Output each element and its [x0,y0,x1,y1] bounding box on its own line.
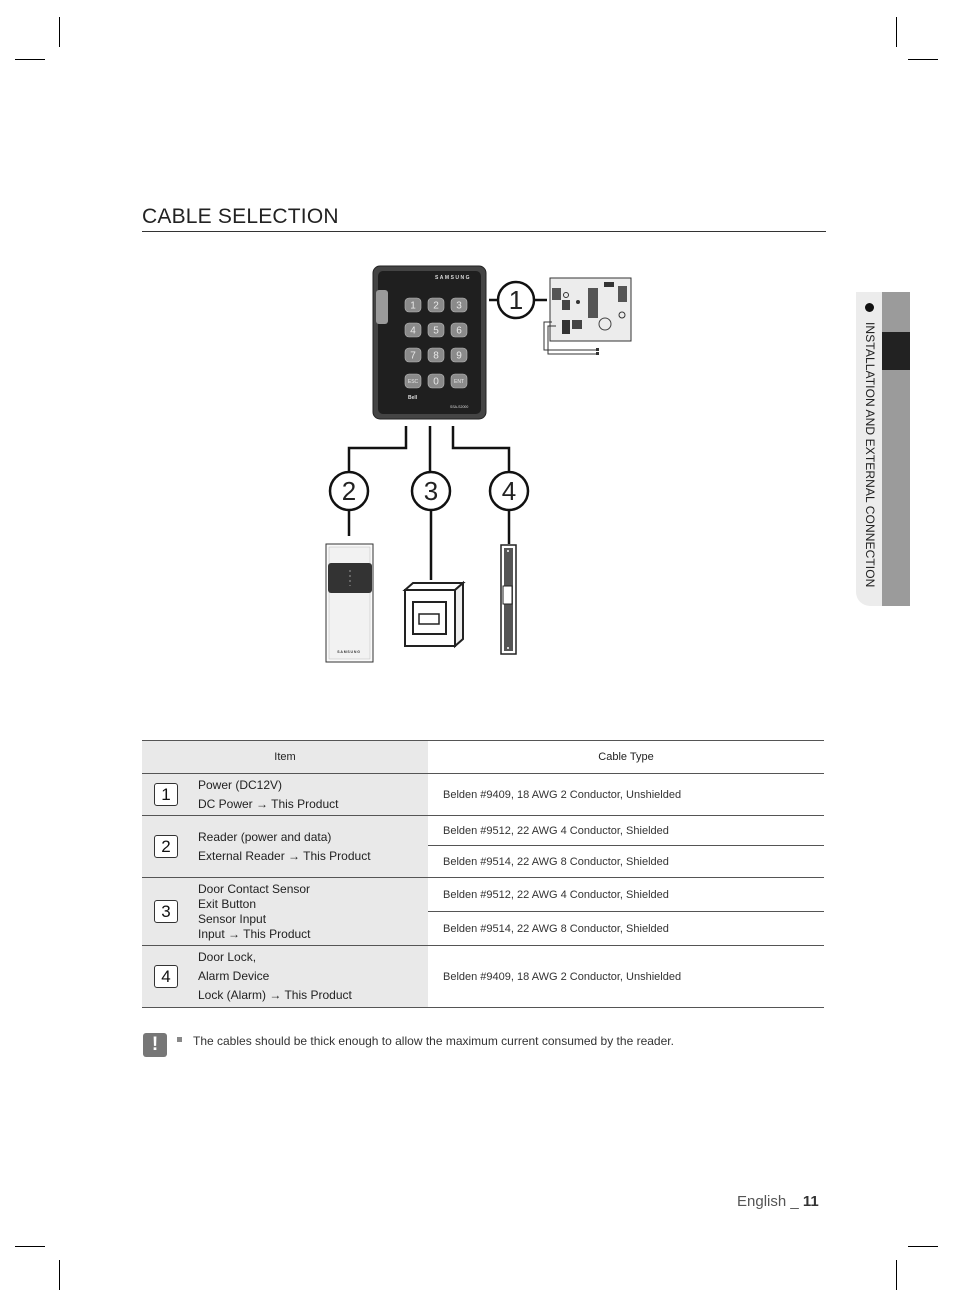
callout-2: 2 [342,476,356,506]
table-row: 2 Reader (power and data) External Reade… [142,815,824,878]
cable-table: Item Cable Type 1 Power (DC12V) DC Power… [142,740,824,1008]
side-tab [856,292,910,606]
keypad-key [427,297,445,313]
keypad-key [404,297,422,313]
crop-mark [908,1246,938,1247]
callout-3: 3 [424,476,438,506]
keypad-key-label: 8 [433,351,439,362]
item-line: Sensor Input [198,911,267,926]
exit-button-device [402,580,466,649]
table-row: Belden #9514, 22 AWG 8 Conductor, Shield… [142,845,824,878]
reader-brand: SAMSUNG [337,650,361,654]
table-header-row: Item Cable Type [142,740,824,774]
item-line: Alarm Device [198,969,270,983]
callout-4: 4 [502,476,516,506]
model-label: SSA-S2000 [450,405,468,409]
keypad-key-label: 6 [456,326,462,337]
keypad-key-label: ESC [408,379,419,385]
exclamation-icon: ! [143,1033,167,1057]
keypad-key [427,373,445,389]
table-row: 1 Power (DC12V) DC Power → This Product … [142,773,824,816]
callout-1: 1 [509,285,523,315]
keypad-key-label: 4 [410,326,416,337]
keypad-key-label: 2 [433,301,439,312]
cable-type-cell: Belden #9409, 18 AWG 2 Conductor, Unshie… [428,773,824,816]
keypad-key [450,297,468,313]
keypad-key [450,373,468,389]
bell-label: Bell [408,395,418,401]
item-line: Reader (power and data) [198,829,332,844]
row-number: 3 [154,900,178,923]
item-line: Door Lock, [198,950,257,964]
keypad-key-label: ENT [454,379,464,385]
cable-type-cell: Belden #9514, 22 AWG 8 Conductor, Shield… [428,911,824,946]
note-bullet [177,1037,182,1042]
crop-mark [59,17,60,47]
item-line: Door Contact Sensor [198,881,311,896]
header-item: Item [142,740,428,774]
crop-mark [896,1260,897,1290]
keypad-key [404,322,422,338]
note-text: The cables should be thick enough to all… [193,1034,674,1048]
cable-type-cell: Belden #9514, 22 AWG 8 Conductor, Shield… [428,845,824,878]
keypad-key [450,347,468,363]
crop-mark [896,17,897,47]
row-number: 4 [154,965,178,988]
header-cable-type: Cable Type [428,740,824,774]
keypad-key [427,347,445,363]
item-line: Power (DC12V) [198,777,283,792]
title-divider [142,231,826,232]
bullet-icon [865,303,874,312]
table-row: 4 Door Lock, Alarm Device Lock (Alarm) →… [142,945,824,1008]
item-line: DC Power → This Product [198,796,339,811]
table-row: 3 Door Contact Sensor Exit Button Sensor… [142,877,824,946]
keypad-key [404,347,422,363]
door-lock-device [500,544,517,655]
table-row: Belden #9514, 22 AWG 8 Conductor, Shield… [142,911,824,946]
row-number: 2 [154,835,178,858]
cable-type-cell: Belden #9409, 18 AWG 2 Conductor, Unshie… [428,945,824,1008]
item-line: Lock (Alarm) → This Product [198,988,352,1002]
keypad-key-label: 1 [410,301,416,312]
footer-language: English _ [737,1193,803,1210]
page-footer: English _ 11 [737,1193,819,1210]
crop-mark [59,1260,60,1290]
row-number: 1 [154,783,178,806]
keypad-key-label: 5 [433,326,439,337]
cable-type-cell: Belden #9512, 22 AWG 4 Conductor, Shield… [428,877,824,912]
crop-mark [15,59,45,60]
keypad-key [427,322,445,338]
keypad-key-label: 0 [433,377,439,388]
page-number: 11 [802,1193,819,1210]
item-line: Input → This Product [198,926,311,941]
power-board [543,277,632,355]
section-title: CABLE SELECTION [142,205,339,228]
keypad-key [450,322,468,338]
keypad-key [404,373,422,389]
crop-mark [908,59,938,60]
side-tab-label: INSTALLATION AND EXTERNAL CONNECTION [863,322,877,588]
item-line: External Reader → This Product [198,848,371,863]
keypad-brand: SAMSUNG [435,275,471,281]
keypad-key-label: 7 [410,351,416,362]
cable-type-cell: Belden #9512, 22 AWG 4 Conductor, Shield… [428,815,824,846]
item-line: Exit Button [198,896,257,911]
keypad-key-label: 3 [456,301,462,312]
external-reader: SAMSUNG [325,543,374,663]
crop-mark [15,1246,45,1247]
keypad-key-label: 9 [456,351,462,362]
